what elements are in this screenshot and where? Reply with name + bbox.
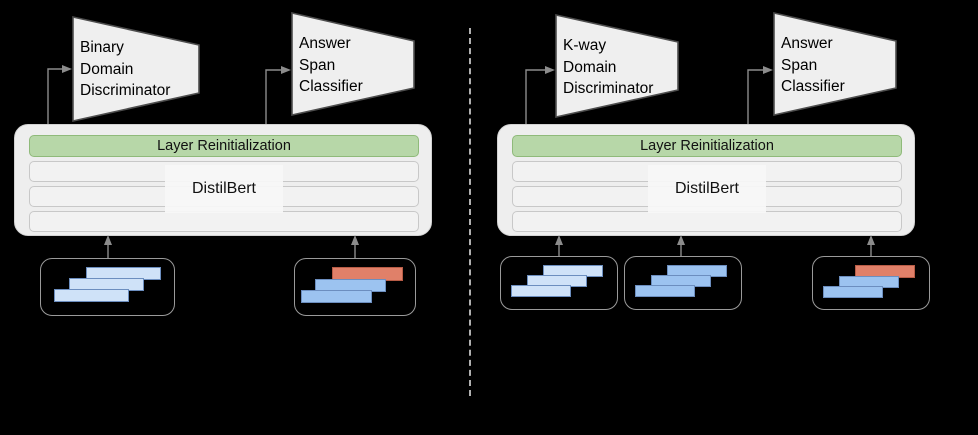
token-bar	[511, 285, 571, 297]
connectors-documents-to-encoder	[555, 235, 875, 256]
encoder-name-label: DistilBert	[165, 165, 283, 213]
arrowhead	[677, 235, 685, 245]
head-label: K-way Domain Discriminator	[563, 37, 654, 97]
arrowhead	[763, 66, 773, 74]
panel-divider	[469, 28, 471, 396]
token-bar	[823, 286, 883, 298]
arrowhead	[545, 66, 555, 74]
trapezoid-shape	[72, 16, 200, 122]
document-target-with-answer-span[interactable]	[812, 256, 930, 310]
trapezoid-shape	[555, 14, 679, 118]
trapezoid-shape	[773, 11, 897, 116]
token-bar	[301, 290, 372, 303]
document-source-1[interactable]	[40, 258, 175, 316]
encoder-distilbert[interactable]: Layer Reinitialization DistilBert	[497, 124, 915, 236]
encoder-name-label: DistilBert	[648, 165, 766, 213]
document-source-2[interactable]	[624, 256, 742, 310]
head-answer-span-classifier[interactable]: Answer Span Classifier	[773, 11, 897, 116]
trapezoid-shape	[291, 11, 415, 116]
head-answer-span-classifier[interactable]: Answer Span Classifier	[291, 11, 415, 116]
arrowhead	[281, 66, 291, 74]
arrow-encoder-to-span-classifier	[265, 69, 283, 126]
encoder-row-label: Layer Reinitialization	[640, 137, 774, 154]
encoder-row-layer-reinitialization[interactable]: Layer Reinitialization	[29, 135, 419, 157]
panel-left: Binary Domain Discriminator Answer Span …	[0, 0, 469, 435]
arrowhead	[351, 235, 359, 245]
connectors-documents-to-encoder	[104, 235, 359, 258]
head-k-way-domain-discriminator[interactable]: K-way Domain Discriminator	[555, 14, 679, 118]
encoder-distilbert[interactable]: Layer Reinitialization DistilBert	[14, 124, 432, 236]
connectors-encoder-to-heads	[525, 66, 773, 126]
arrowhead	[867, 235, 875, 245]
document-source-1[interactable]	[500, 256, 618, 310]
encoder-row-label: Layer Reinitialization	[157, 137, 291, 154]
arrowhead	[104, 235, 112, 245]
head-label: Binary Domain Discriminator	[80, 39, 171, 99]
connectors-encoder-to-heads	[47, 65, 291, 126]
head-binary-domain-discriminator[interactable]: Binary Domain Discriminator	[72, 16, 200, 122]
document-target-with-answer-span[interactable]	[294, 258, 416, 316]
arrowhead	[62, 65, 72, 73]
token-bar	[635, 285, 695, 297]
arrowhead	[555, 235, 563, 245]
head-label: Answer Span Classifier	[299, 35, 363, 95]
arrow-encoder-to-discriminator	[47, 68, 64, 126]
arrow-encoder-to-discriminator	[525, 69, 547, 126]
panel-right: K-way Domain Discriminator Answer Span C…	[469, 0, 978, 435]
head-label: Answer Span Classifier	[781, 35, 845, 95]
token-bar	[54, 289, 129, 302]
encoder-row-layer-reinitialization[interactable]: Layer Reinitialization	[512, 135, 902, 157]
arrow-encoder-to-span-classifier	[747, 69, 765, 126]
